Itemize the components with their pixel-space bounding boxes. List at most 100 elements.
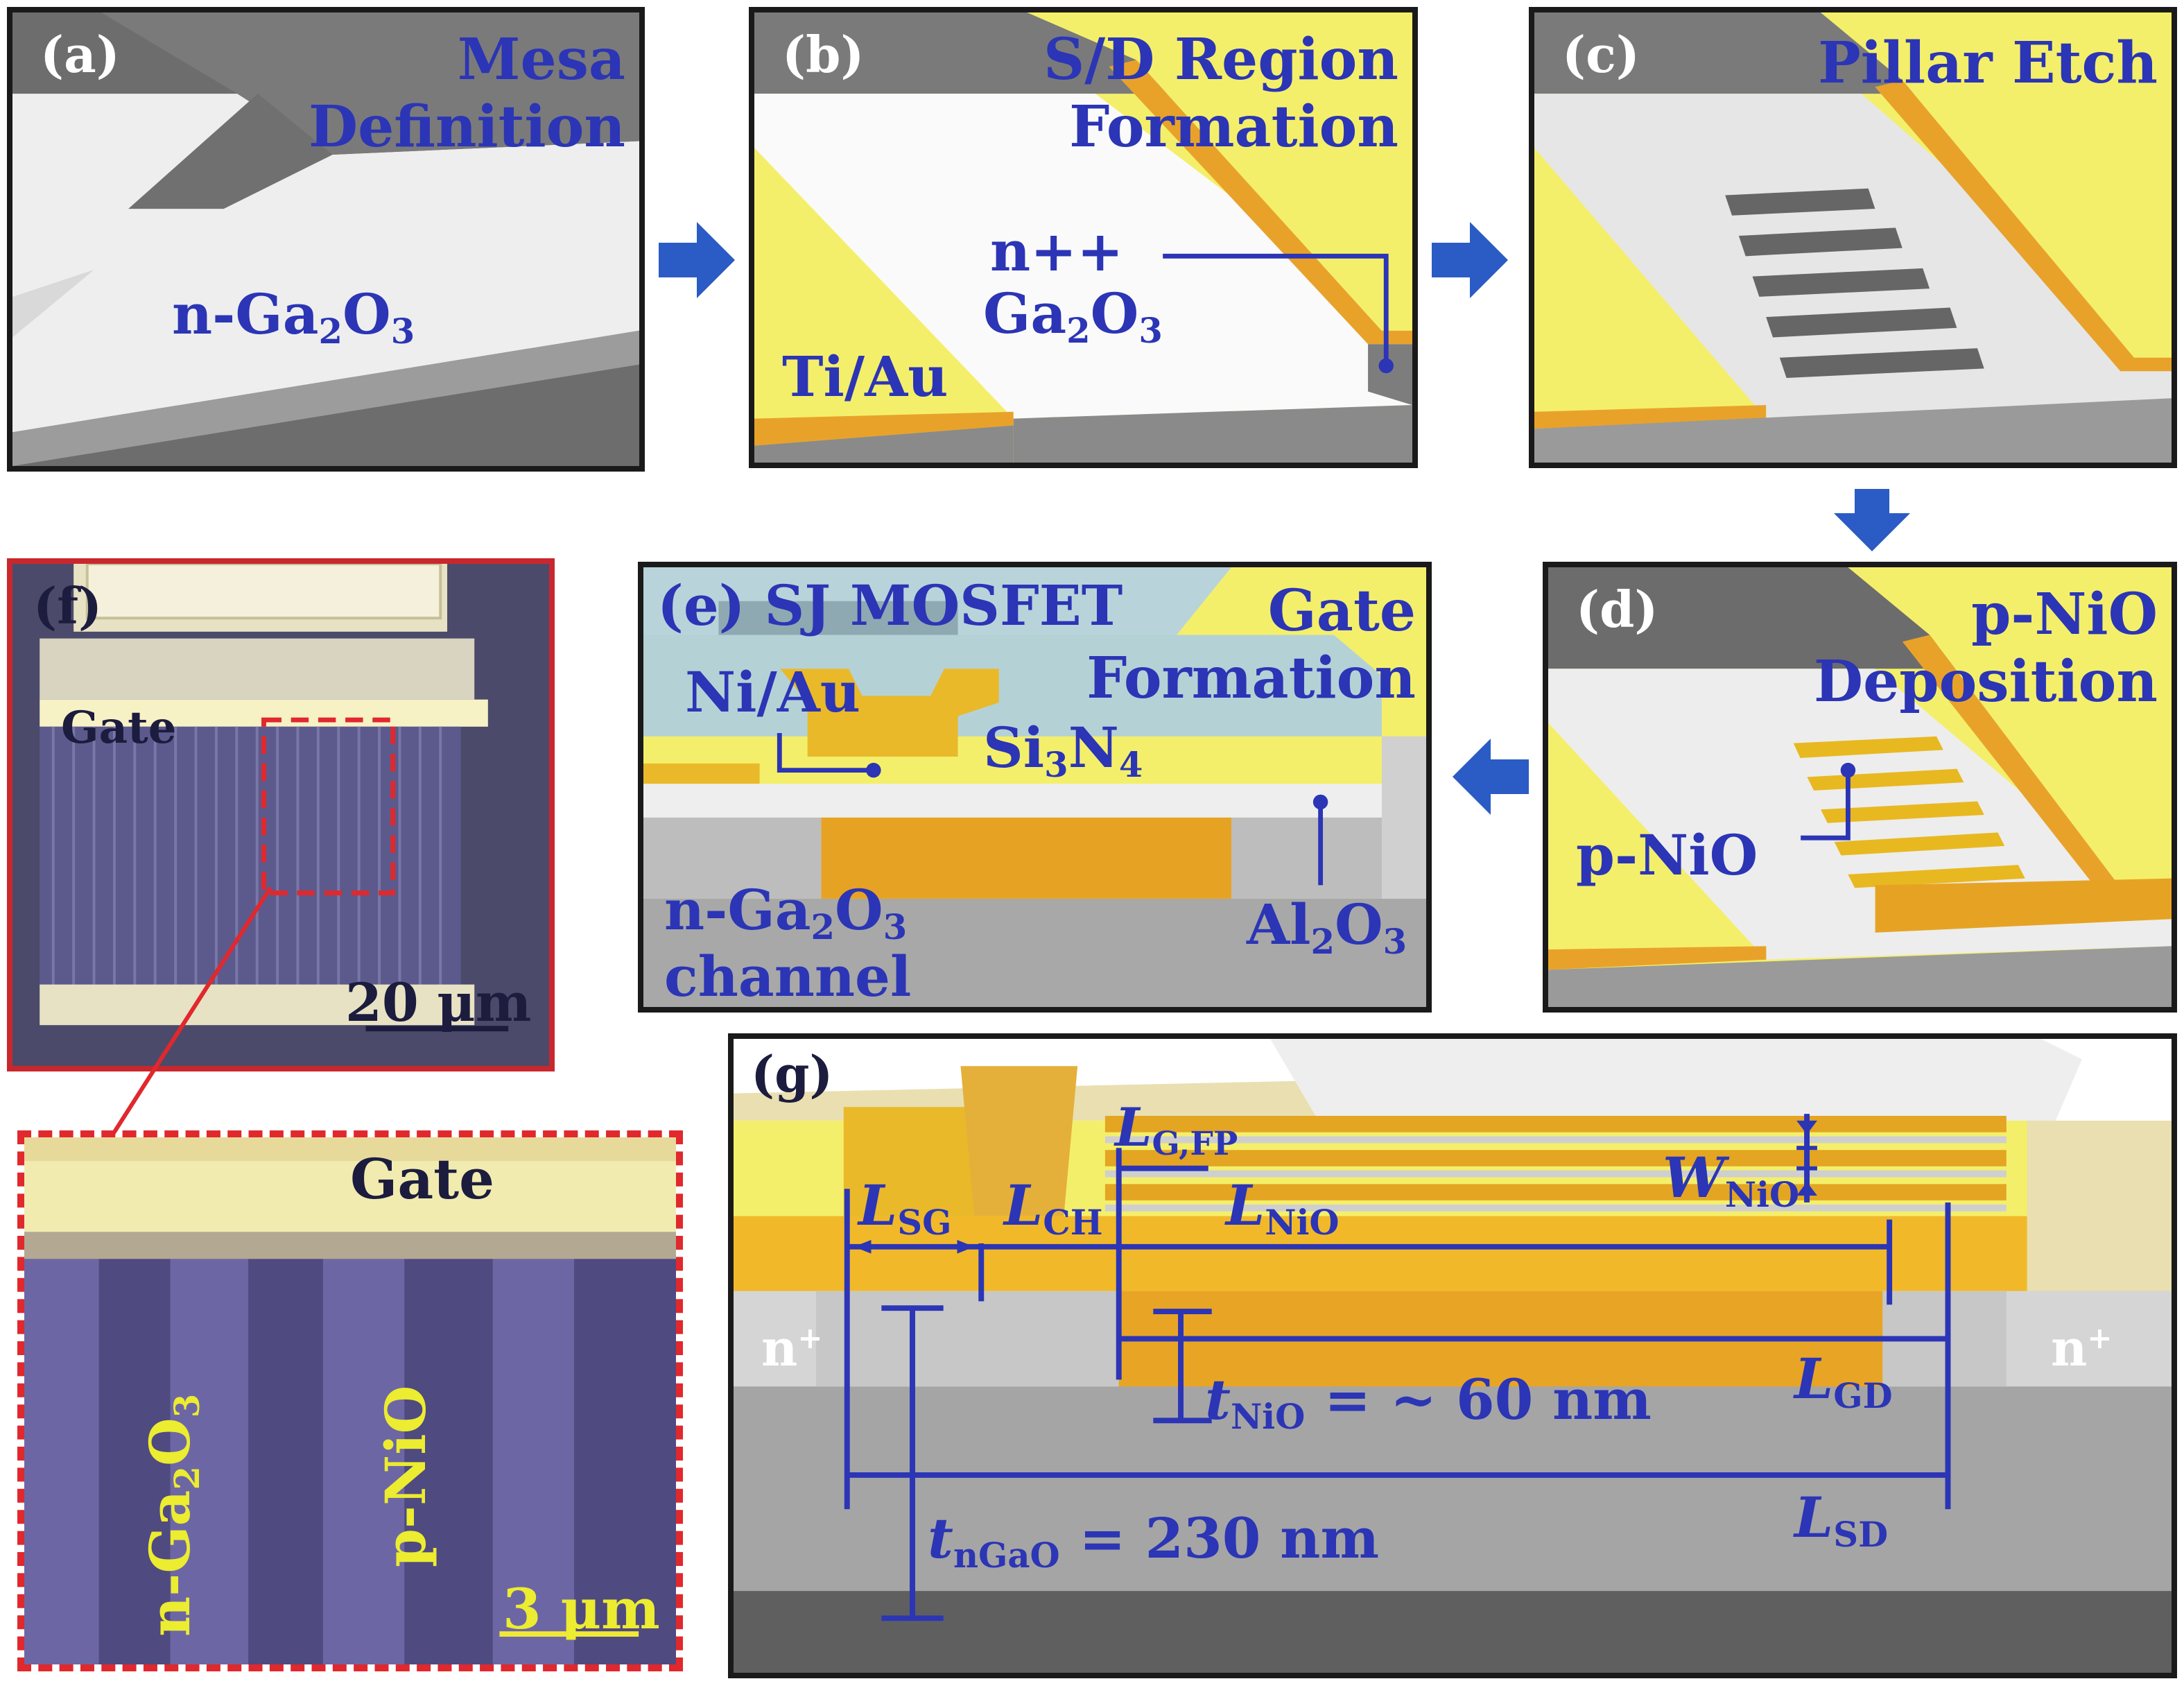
sub: 2 (811, 906, 835, 947)
o-text: O (137, 1418, 202, 1466)
panel-g: (g) n+ n+ LSG LCH LG,FP LNiO WNiO LGD LS… (728, 1033, 2177, 1678)
zoom-micrograph (24, 1137, 676, 1664)
panel-a-title-line1: Mesa (457, 26, 625, 93)
panel-c-drawing (1534, 12, 2172, 463)
o-text: O (343, 282, 391, 347)
arrow-b-to-c (1432, 222, 1508, 298)
n-ga-text: n-Ga (172, 282, 319, 347)
n-text: n (2051, 1318, 2088, 1377)
l-text: L (1794, 1485, 1834, 1550)
pnio-leader-line (1801, 762, 1856, 841)
panel-b-title: S/D Region Formation (1043, 26, 1398, 161)
panel-f-micrograph (12, 564, 549, 1066)
panel-d-title: p-NiO Deposition (1814, 581, 2158, 716)
panel-f-scale-label: 20 μm (345, 972, 532, 1033)
sub: SG (897, 1201, 952, 1243)
arrow-c-to-d (1834, 489, 1910, 551)
o-text: O (1090, 280, 1139, 346)
sub: 2 (166, 1465, 207, 1490)
gate-metal-leader (777, 732, 1328, 886)
sub: G,FP (1152, 1125, 1238, 1164)
tnio-label: tNiO = ~ 60 nm (1205, 1372, 1652, 1433)
panel-f-label: (f) (33, 576, 103, 635)
tngao-value: = 230 nm (1059, 1506, 1380, 1571)
l-text: L (1115, 1096, 1152, 1158)
sub: CH (1043, 1201, 1103, 1243)
lsd-label: LSD (1794, 1490, 1888, 1551)
pnio-label: p-NiO (1576, 823, 1758, 888)
channel-line1: n-Ga2O3 (664, 879, 911, 946)
sub: 2 (1310, 920, 1335, 962)
panel-f-zoom: Gate n-Ga2O3 p-NiO 3 μm (17, 1130, 683, 1671)
sup: + (797, 1320, 823, 1356)
panel-d: (d) p-NiO Deposition p-NiO (1543, 562, 2177, 1013)
sub: GD (1833, 1375, 1893, 1416)
sub: 2 (1066, 309, 1091, 351)
l-text: L (858, 1173, 898, 1238)
w-text: W (1663, 1145, 1725, 1210)
panel-e-label: (e) SJ MOSFET (657, 578, 1123, 633)
npp-line1: n++ (990, 218, 1124, 284)
panel-f-gate-label: Gate (61, 702, 177, 754)
sub: SD (1833, 1513, 1889, 1555)
zoom-gate-label: Gate (350, 1146, 495, 1212)
l-text: L (1226, 1173, 1265, 1238)
panel-c-title: Pillar Etch (1818, 30, 2158, 96)
tngao-label: tnGaO = 230 nm (928, 1510, 1379, 1572)
o-text: O (1334, 892, 1383, 957)
channel-line2: channel (664, 944, 912, 1010)
sub: NiO (1265, 1201, 1340, 1243)
panel-a-title-line2: Definition (308, 93, 625, 160)
panel-e-drawing (643, 567, 1426, 1007)
panel-d-title-line1: p-NiO (1971, 581, 2158, 648)
zoom-ngao-label: n-Ga2O3 (137, 1393, 207, 1637)
si-text: Si (983, 715, 1045, 780)
sub: 3 (1044, 743, 1068, 785)
zoom-pnio-label: p-NiO (373, 1385, 438, 1567)
ga-text: Ga (983, 280, 1067, 346)
panel-g-drawing (734, 1039, 2172, 1673)
panel-g-label: (g) (751, 1044, 833, 1103)
n-plus-right: n+ (2051, 1323, 2113, 1373)
sub: 3 (1138, 309, 1163, 351)
n-ga-text: n-Ga (664, 877, 811, 942)
sub: 3 (166, 1393, 207, 1418)
panel-a: (a) Mesa Definition n-Ga2O3 (7, 7, 645, 472)
panel-b-title-line2: Formation (1069, 93, 1398, 160)
oxide-label: Al2O3 (1247, 897, 1407, 958)
n-text: N (1068, 715, 1119, 780)
arrow-a-to-b (659, 222, 735, 298)
channel-label: n-Ga2O3 channel (664, 879, 911, 1007)
t-text: t (928, 1506, 953, 1571)
n-plus-left: n+ (761, 1323, 823, 1373)
lnio-label: LNiO (1226, 1178, 1340, 1239)
panel-e-title: Gate Formation (1086, 578, 1416, 712)
panel-c-label: (c) (1562, 25, 1640, 84)
panel-g-dimensions (844, 1114, 1951, 1621)
arrow-d-to-e (1453, 739, 1529, 815)
sup: + (2087, 1320, 2113, 1356)
panel-e-title-line1: Gate (1267, 578, 1416, 644)
o-text: O (835, 877, 883, 942)
panel-a-label: (a) (40, 25, 120, 84)
lgd-label: LGD (1794, 1351, 1893, 1413)
panel-a-drawing (12, 12, 639, 466)
metal-label: Ti/Au (782, 344, 948, 409)
wnio-label: WNiO (1663, 1150, 1799, 1212)
nitride-label: Si3N4 (983, 720, 1143, 782)
sub: nGaO (953, 1534, 1060, 1576)
lgfp-label: LG,FP (1115, 1101, 1238, 1164)
panel-b-label: (b) (782, 25, 865, 84)
sub: 4 (1118, 743, 1143, 785)
panel-b-drawing (754, 12, 1412, 463)
panel-b: (b) S/D Region Formation n++ Ga2O3 Ti/Au (749, 7, 1418, 468)
panel-d-title-line2: Deposition (1814, 648, 2158, 715)
sub: 3 (883, 906, 908, 947)
panel-b-title-line1: S/D Region (1043, 26, 1398, 93)
panel-a-material: n-Ga2O3 (172, 286, 415, 348)
panel-e-label-text: (e) SJ MOSFET (657, 573, 1123, 638)
npp-line2: Ga2O3 (983, 280, 1163, 351)
tnio-value: = ~ 60 nm (1305, 1367, 1652, 1432)
panel-e-title-line2: Formation (1086, 644, 1416, 712)
lch-label: LCH (1004, 1178, 1103, 1239)
